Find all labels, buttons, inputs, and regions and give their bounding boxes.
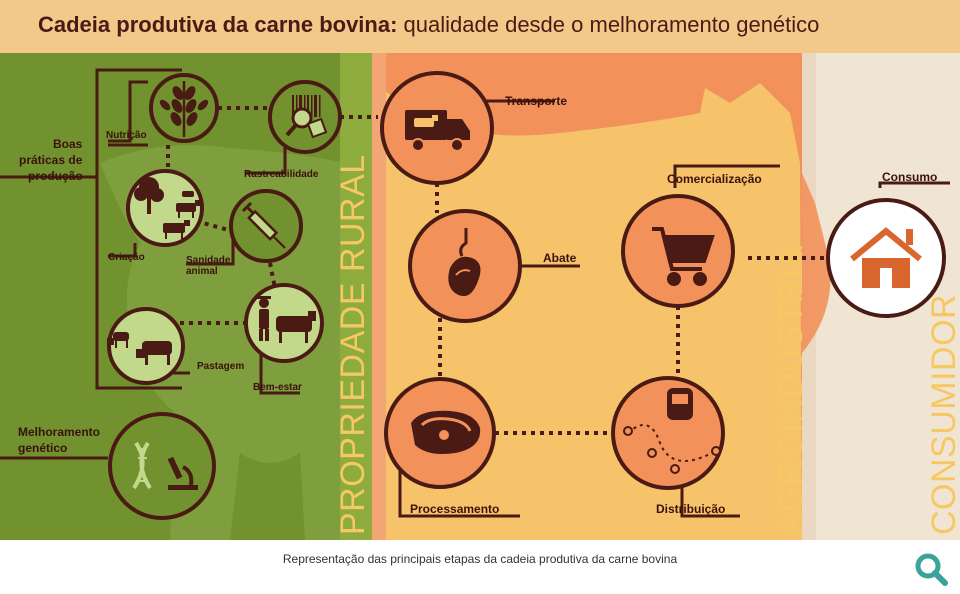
label-sanidade-1: Sanidade	[186, 255, 231, 266]
node-sanidade	[229, 189, 303, 263]
dotted-connectors	[166, 106, 826, 435]
label-transporte: Transporte	[505, 94, 567, 108]
label-sanidade-2: animal	[186, 266, 218, 277]
node-criacao	[126, 169, 204, 247]
connector-lines	[0, 68, 950, 518]
label-criacao: Criação	[108, 252, 145, 263]
cattle-truck-icon	[405, 110, 470, 152]
dna-microscope-icon	[132, 441, 198, 490]
node-bem-estar	[244, 283, 324, 363]
node-abate	[408, 209, 522, 323]
node-nutricao	[149, 73, 219, 143]
label-boas-2: práticas de	[19, 153, 83, 167]
label-boas-1: Boas	[53, 137, 83, 151]
node-distribuicao	[611, 376, 725, 490]
node-comercializacao	[621, 194, 735, 308]
label-comercializacao: Comercialização	[667, 172, 762, 186]
label-rastreabilidade: Rastreabilidade	[244, 169, 319, 180]
shopping-cart-icon	[652, 227, 715, 286]
syringe-icon	[241, 201, 286, 249]
header-bar: Cadeia produtiva da carne bovina: qualid…	[0, 0, 960, 53]
title-bold: Cadeia produtiva da carne bovina:	[38, 12, 398, 37]
title-rest: qualidade desde o melhoramento genético	[397, 12, 820, 37]
node-transporte	[380, 71, 494, 185]
value-chain-diagram: PROPRIEDADE RURAL AGROINDÚSTRIA CONSUMID…	[0, 53, 960, 540]
farmer-cow-icon	[257, 296, 316, 343]
agro-band	[372, 53, 386, 540]
label-pastagem: Pastagem	[197, 361, 244, 372]
node-processamento	[384, 377, 496, 489]
cattle-tree-icon	[134, 177, 201, 239]
page-title: Cadeia produtiva da carne bovina: qualid…	[38, 12, 819, 38]
section-agro: AGROINDÚSTRIA	[772, 245, 810, 535]
house-icon	[850, 227, 922, 288]
label-nutricao: Nutrição	[106, 130, 147, 141]
node-consumo	[826, 198, 946, 318]
figure-caption: Representação das principais etapas da c…	[282, 552, 678, 566]
node-melhoramento	[108, 412, 216, 520]
delivery-route-icon	[623, 388, 721, 474]
node-pastagem	[107, 307, 185, 385]
label-boas-3: produção	[28, 169, 83, 183]
label-melhoramento-1: Melhoramento	[18, 425, 100, 439]
rural-band	[340, 53, 372, 540]
label-processamento: Processamento	[410, 502, 499, 516]
label-melhoramento-2: genético	[18, 441, 67, 455]
search-icon[interactable]	[914, 552, 948, 586]
node-rastreabilidade	[268, 80, 342, 154]
label-consumo: Consumo	[882, 170, 937, 184]
wheat-icon	[159, 81, 209, 137]
section-rural: PROPRIEDADE RURAL	[334, 154, 372, 535]
label-bem-estar: Bem-estar	[253, 382, 302, 393]
barcode-magnifier-icon	[285, 95, 328, 139]
consumer-cow-silhouette	[802, 173, 831, 353]
meat-hook-icon	[448, 228, 481, 297]
grazing-cattle-icon	[107, 332, 172, 365]
label-distribuicao: Distribuição	[656, 502, 725, 516]
label-abate: Abate	[543, 251, 577, 265]
steak-icon	[411, 410, 481, 454]
footer: Representação das principais etapas da c…	[0, 540, 960, 594]
section-consumer: CONSUMIDOR	[925, 294, 960, 535]
